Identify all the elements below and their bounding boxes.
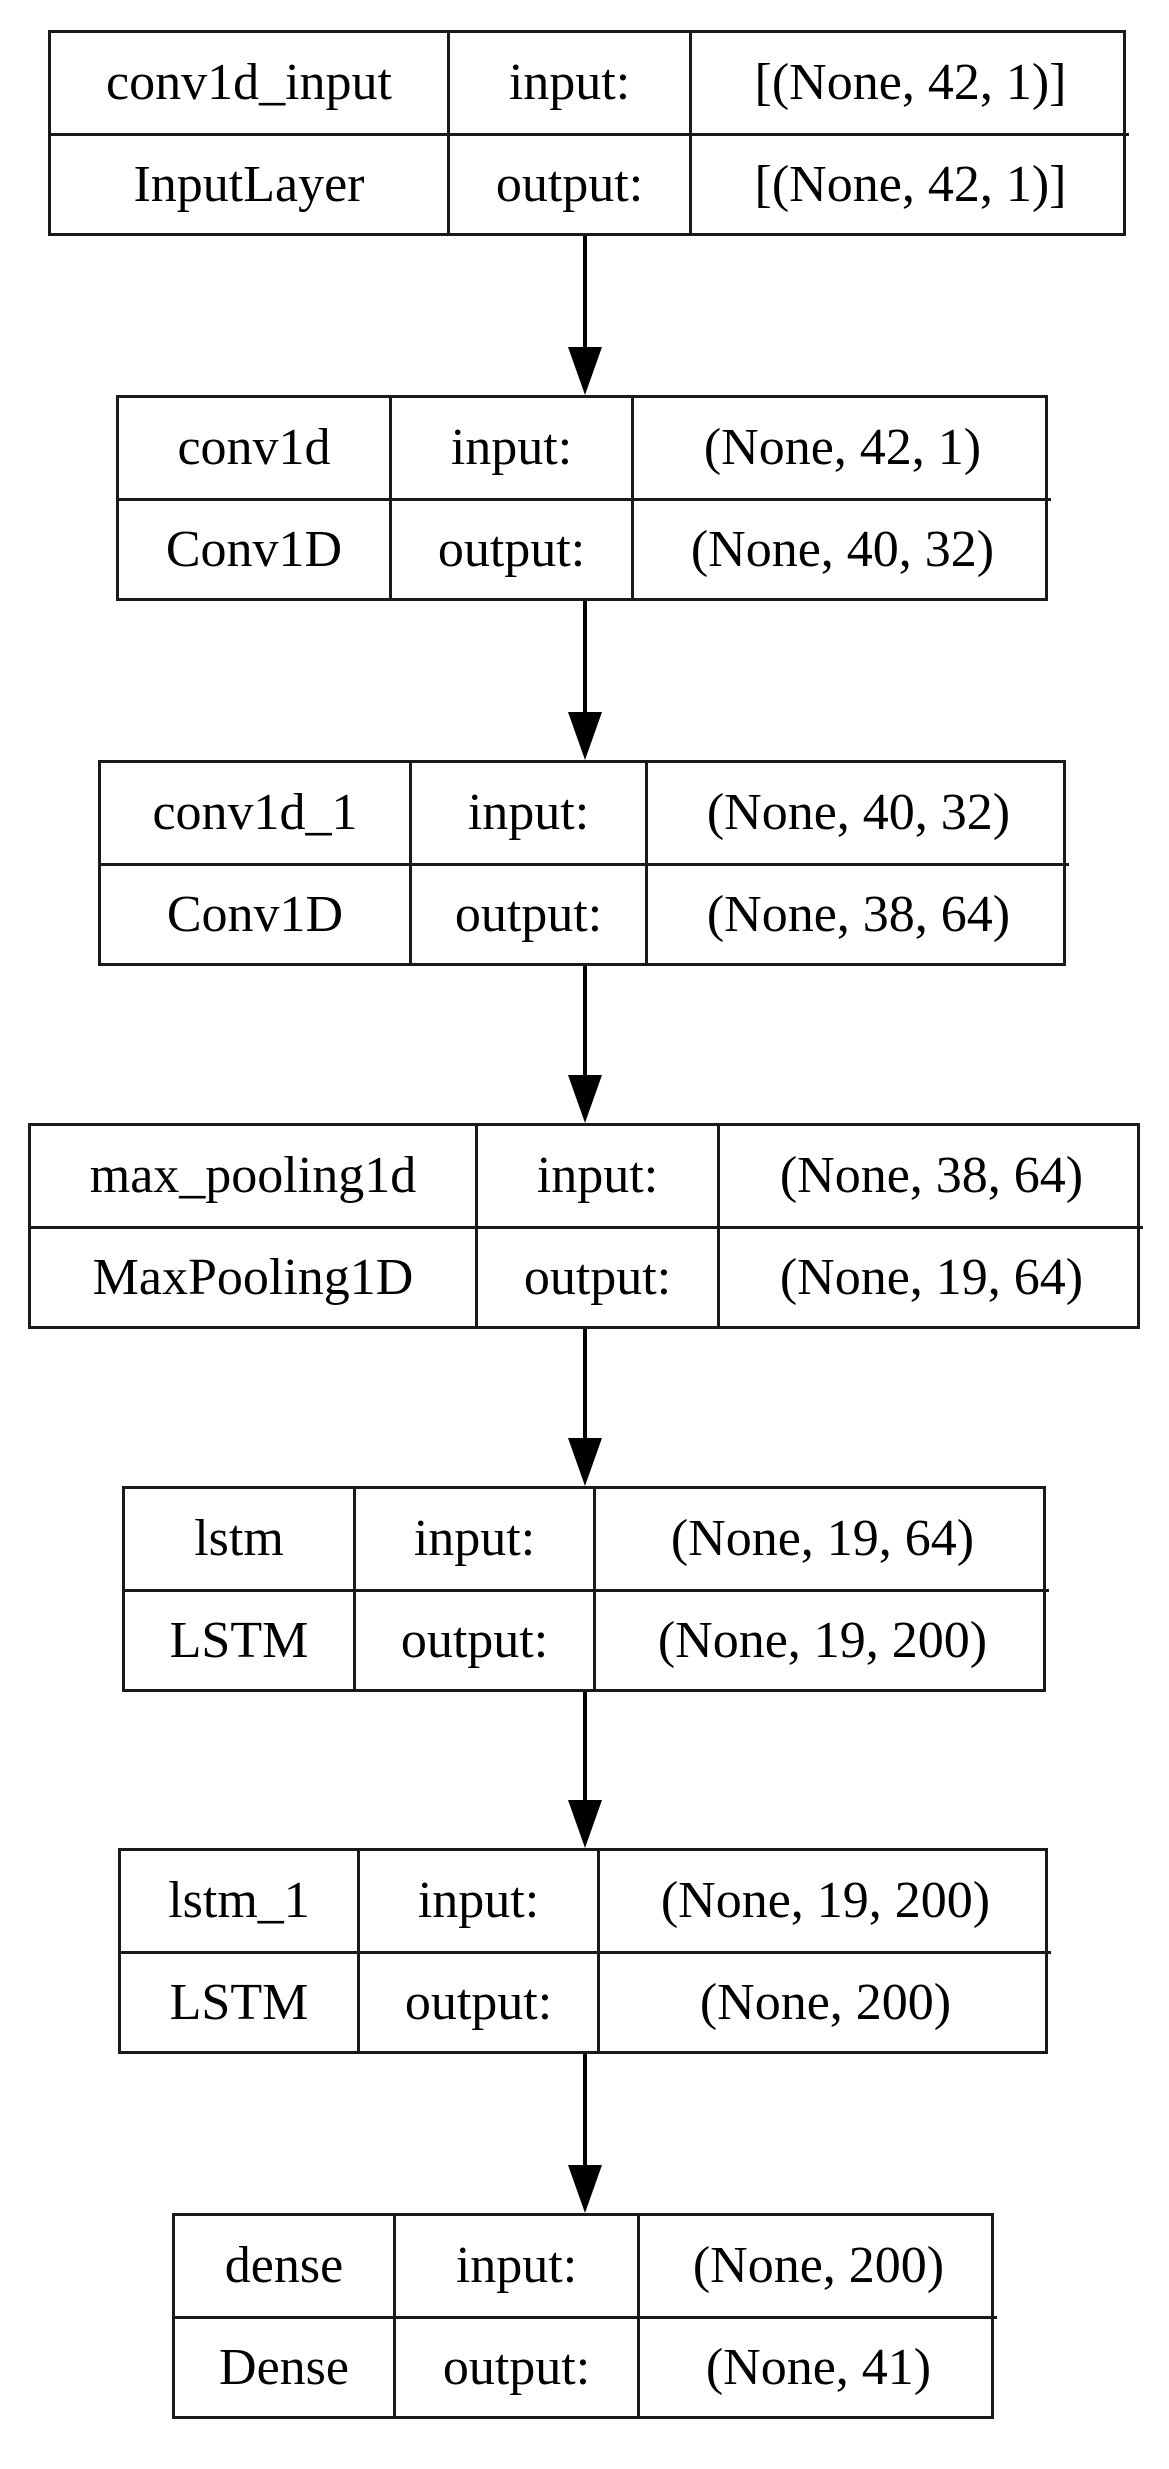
arrow-shaft bbox=[583, 966, 587, 1083]
arrow-shaft bbox=[583, 2054, 587, 2173]
arrow-head-icon bbox=[568, 347, 602, 395]
arrow-shaft bbox=[583, 1692, 587, 1808]
output-shape: (None, 200) bbox=[597, 1951, 1051, 2051]
arrow-head-icon bbox=[568, 1800, 602, 1848]
output-shape: (None, 38, 64) bbox=[645, 863, 1069, 963]
layer-type: Conv1D bbox=[101, 863, 409, 963]
output-label: output: bbox=[393, 2316, 637, 2416]
input-label: input: bbox=[353, 1489, 593, 1589]
input-shape: (None, 19, 200) bbox=[597, 1851, 1051, 1951]
layer-node-max-pooling1d: max_pooling1d input:(None, 38, 64) MaxPool… bbox=[28, 1123, 1143, 1329]
output-shape: (None, 19, 200) bbox=[593, 1589, 1049, 1689]
layer-type: InputLayer bbox=[51, 133, 447, 233]
layer-type: LSTM bbox=[121, 1951, 357, 2051]
input-label: input: bbox=[447, 33, 689, 133]
arrow-head-icon bbox=[568, 712, 602, 760]
layer-type: MaxPooling1D bbox=[31, 1226, 475, 1326]
output-label: output: bbox=[475, 1226, 717, 1326]
layer-type: LSTM bbox=[125, 1589, 353, 1689]
input-shape: (None, 200) bbox=[637, 2216, 997, 2316]
arrow-shaft bbox=[583, 236, 587, 355]
input-shape: (None, 38, 64) bbox=[717, 1126, 1143, 1226]
input-label: input: bbox=[393, 2216, 637, 2316]
input-label: input: bbox=[389, 398, 631, 498]
layer-type: Dense bbox=[175, 2316, 393, 2416]
layer-node-conv1d-input: conv1d_input input:[(None, 42, 1)] InputLa… bbox=[48, 30, 1129, 236]
layer-name: conv1d bbox=[177, 419, 331, 476]
layer-name: dense bbox=[224, 2237, 344, 2294]
arrow-head-icon bbox=[568, 1438, 602, 1486]
output-label: output: bbox=[389, 498, 631, 598]
input-shape: (None, 42, 1) bbox=[631, 398, 1051, 498]
output-shape: (None, 19, 64) bbox=[717, 1226, 1143, 1326]
input-shape: [(None, 42, 1)] bbox=[689, 33, 1129, 133]
layer-name: conv1d_1 bbox=[152, 784, 358, 841]
input-label: input: bbox=[409, 763, 645, 863]
output-label: output: bbox=[447, 133, 689, 233]
input-shape: (None, 40, 32) bbox=[645, 763, 1069, 863]
layer-name: conv1d_input bbox=[106, 54, 392, 111]
layer-type: Conv1D bbox=[119, 498, 389, 598]
layer-name: max_pooling1d bbox=[89, 1147, 417, 1204]
output-label: output: bbox=[357, 1951, 597, 2051]
arrow-shaft bbox=[583, 1329, 587, 1446]
layer-name: lstm bbox=[194, 1510, 284, 1567]
arrow-shaft bbox=[583, 601, 587, 720]
output-shape: (None, 40, 32) bbox=[631, 498, 1051, 598]
layer-name: lstm_1 bbox=[168, 1872, 310, 1929]
output-label: output: bbox=[353, 1589, 593, 1689]
arrow-head-icon bbox=[568, 2165, 602, 2213]
input-label: input: bbox=[475, 1126, 717, 1226]
arrow-head-icon bbox=[568, 1075, 602, 1123]
output-label: output: bbox=[409, 863, 645, 963]
output-shape: [(None, 42, 1)] bbox=[689, 133, 1129, 233]
input-label: input: bbox=[357, 1851, 597, 1951]
input-shape: (None, 19, 64) bbox=[593, 1489, 1049, 1589]
output-shape: (None, 41) bbox=[637, 2316, 997, 2416]
